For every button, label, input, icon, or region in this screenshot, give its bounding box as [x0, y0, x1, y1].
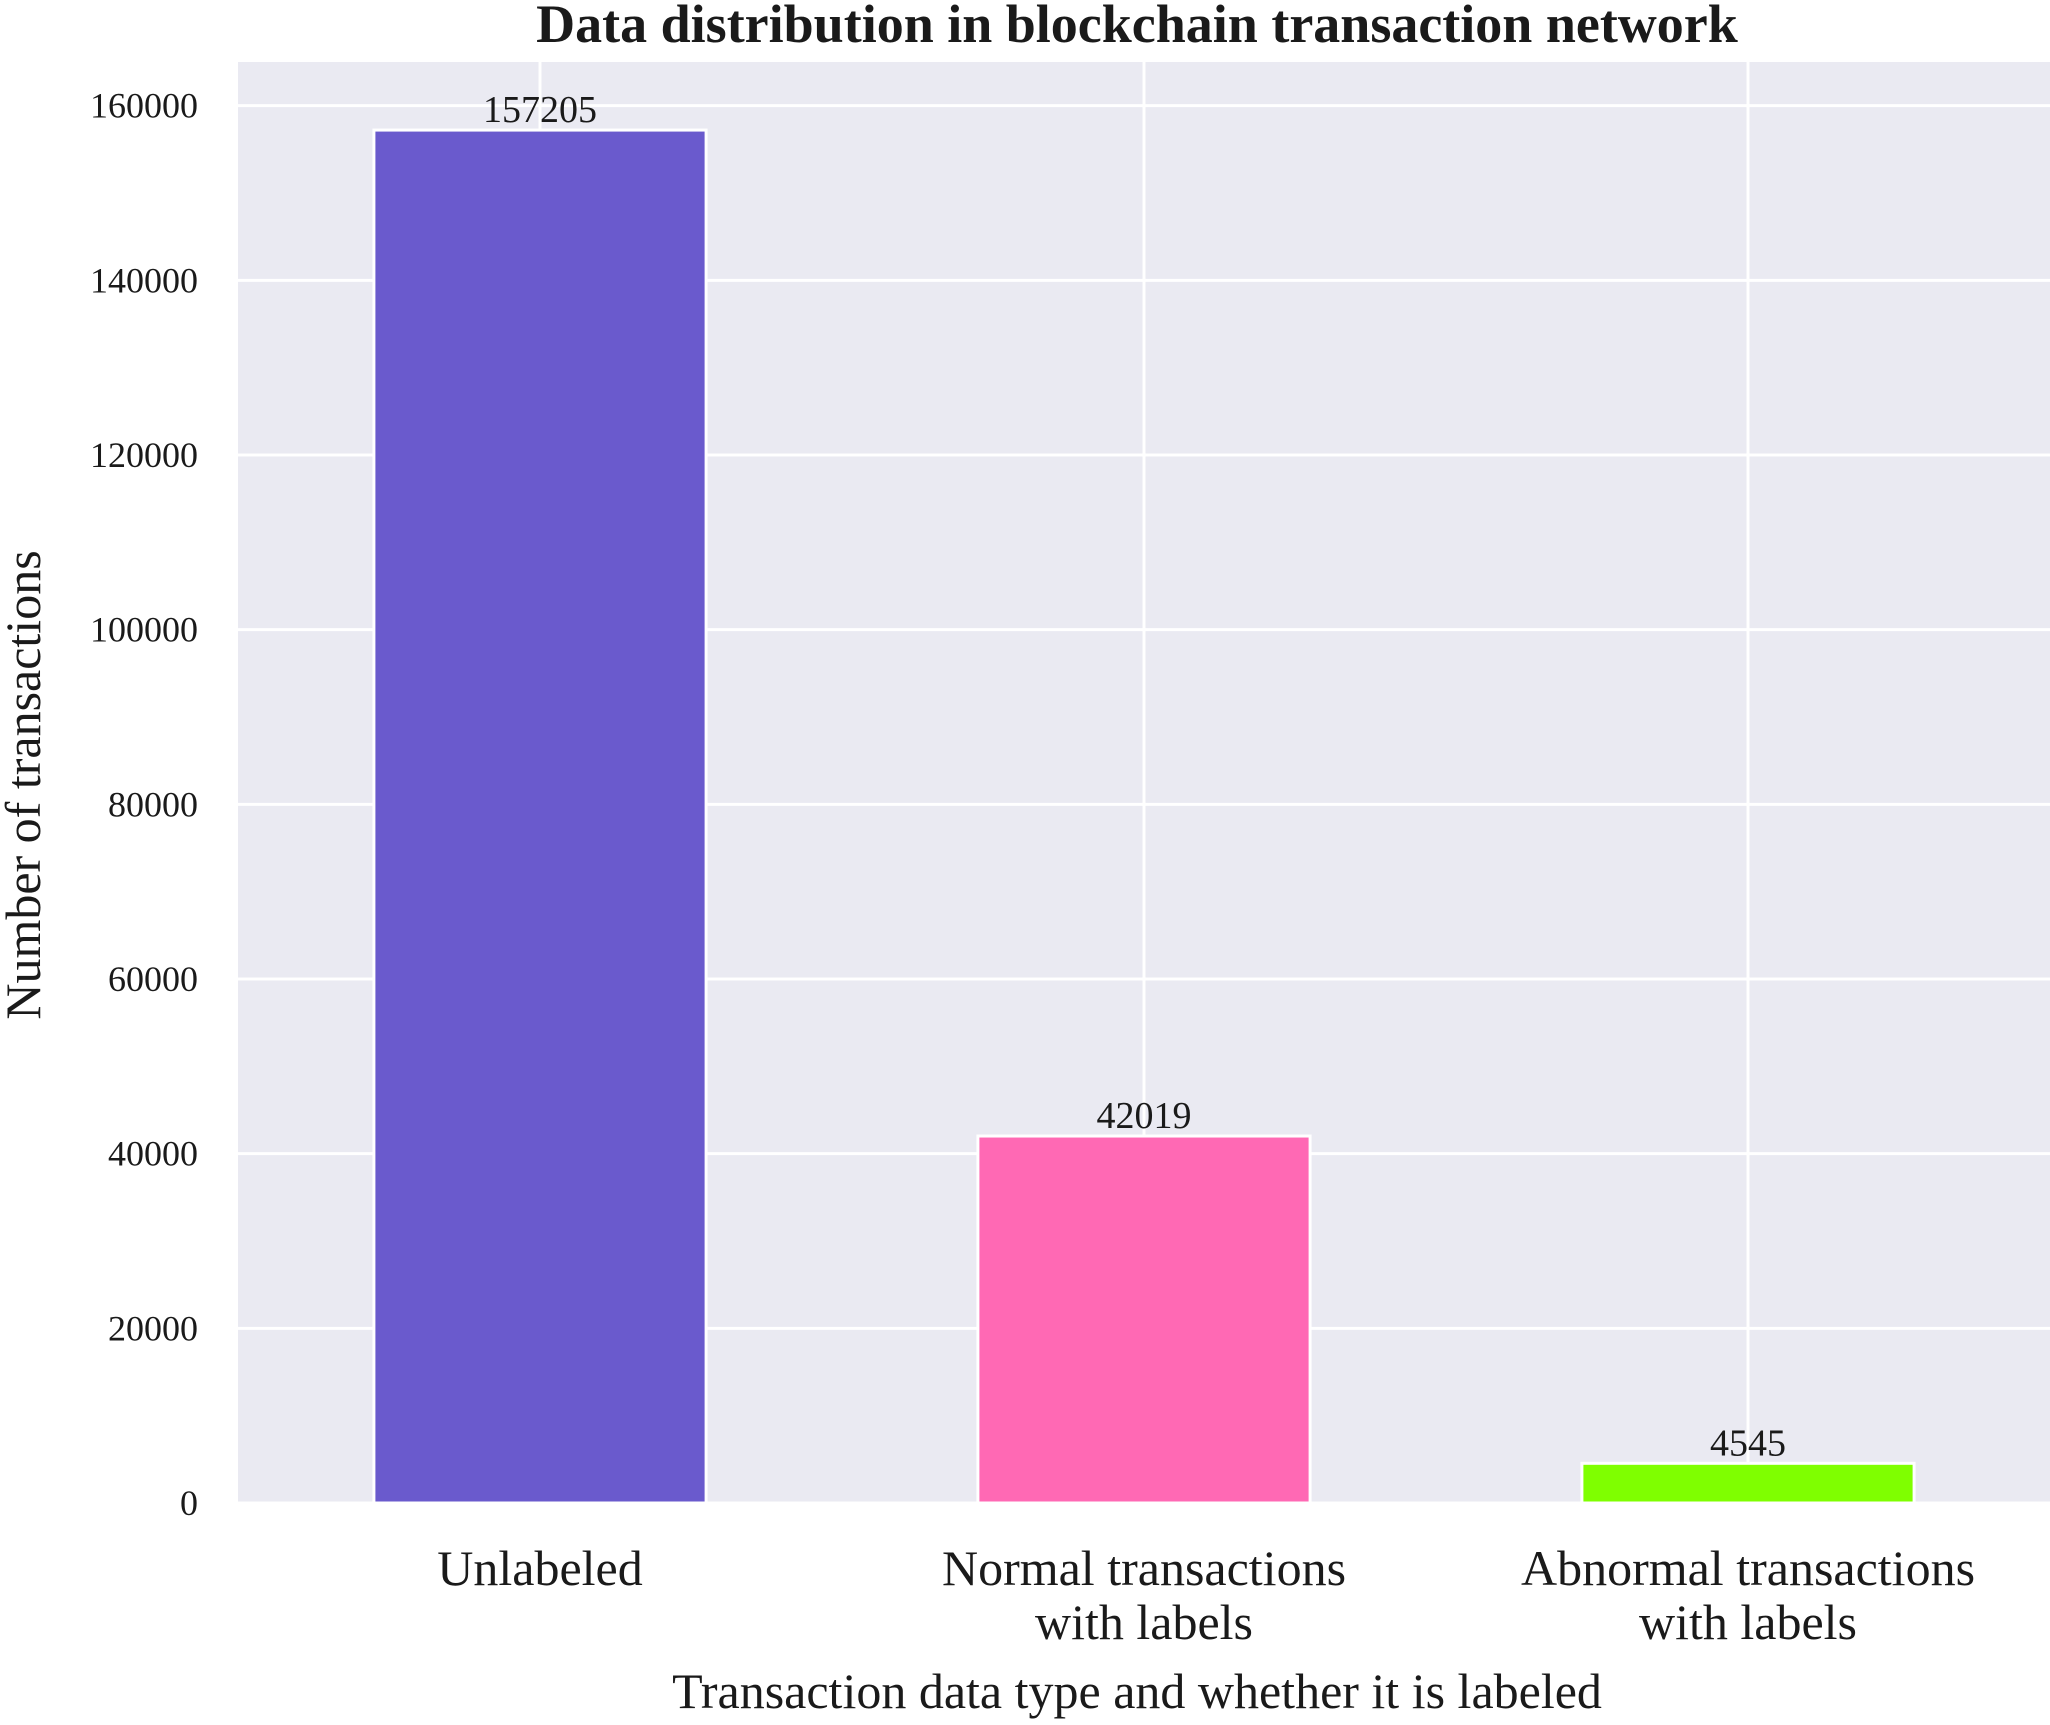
bar-value-label: 42019: [1097, 1095, 1192, 1137]
bar-value-label: 4545: [1710, 1422, 1786, 1464]
bar: [976, 1134, 1312, 1505]
x-axis-label: Transaction data type and whether it is …: [672, 1663, 1602, 1719]
y-tick-label: 100000: [90, 610, 198, 650]
y-tick-label: 20000: [108, 1308, 198, 1348]
y-tick-label: 140000: [90, 260, 198, 300]
bar: [372, 128, 708, 1505]
data-labels: 157205 42019 4545: [483, 89, 1786, 1464]
bar-value-label: 157205: [483, 89, 597, 131]
chart-title: Data distribution in blockchain transact…: [536, 0, 1738, 54]
bars: [372, 128, 1916, 1505]
x-tick-label-line: with labels: [1639, 1594, 1857, 1650]
y-tick-label: 160000: [90, 86, 198, 126]
x-tick-label-line: Normal transactions: [942, 1540, 1346, 1596]
y-tick-label: 80000: [108, 784, 198, 824]
x-tick-label-line: Unlabeled: [437, 1540, 642, 1596]
y-axis-label: Number of transactions: [0, 550, 51, 1019]
y-tick-label: 120000: [90, 435, 198, 475]
y-tick-label: 0: [180, 1483, 198, 1523]
x-tick-label-line: Abnormal transactions: [1521, 1540, 1975, 1596]
x-tick-label-line: with labels: [1035, 1594, 1253, 1650]
y-tick-label: 40000: [108, 1134, 198, 1174]
x-tick-label: Unlabeled: [437, 1540, 642, 1596]
bar: [1580, 1461, 1916, 1505]
y-tick-labels: 0 20000 40000 60000 80000 100000 120000 140000 1…: [90, 86, 198, 1523]
y-tick-label: 60000: [108, 959, 198, 999]
